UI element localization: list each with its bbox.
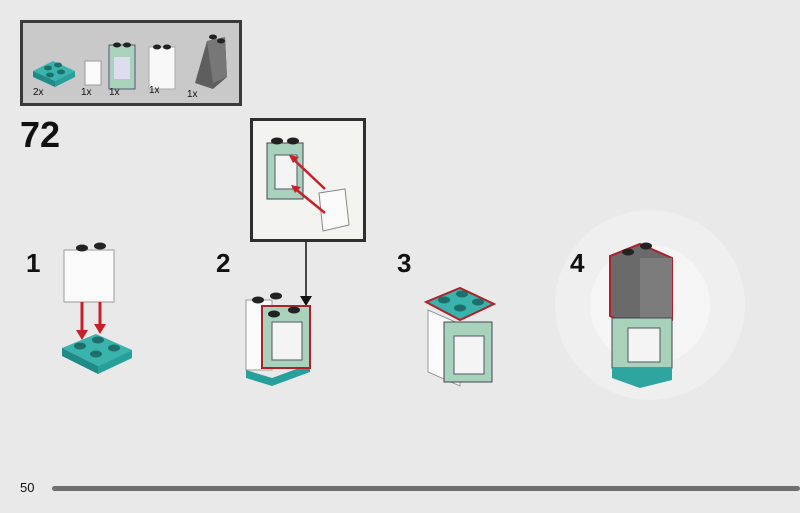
step-3-bricks [423,286,497,387]
step-1-bricks [62,242,132,374]
clear-panel-icon [148,44,176,90]
step-4-bricks [609,242,673,388]
step-number: 72 [20,114,61,155]
part-qty: 1x [109,87,120,98]
substep-1: 1 [26,248,41,278]
window-frame-icon [108,42,136,90]
parts-illustration [33,34,227,90]
part-qty: 1x [149,85,160,96]
slope-icon [195,34,227,89]
step-2-bricks [245,292,311,386]
substep-2: 2 [216,248,231,278]
callout-illustration [266,137,350,232]
parts-list-box: 2x 1x 1x 1x 1x [20,20,242,106]
page-number: 50 [20,480,35,495]
substep-3: 3 [397,248,412,278]
build-steps-illustration [62,240,710,388]
page-progress-bar [52,486,800,491]
substep-4: 4 [570,248,585,278]
teal-plate-icon [33,61,75,87]
part-qty: 1x [81,87,92,98]
part-qty: 1x [187,89,198,100]
part-qty: 2x [33,87,44,98]
clear-pane-icon [84,60,102,86]
callout-box [250,118,366,242]
